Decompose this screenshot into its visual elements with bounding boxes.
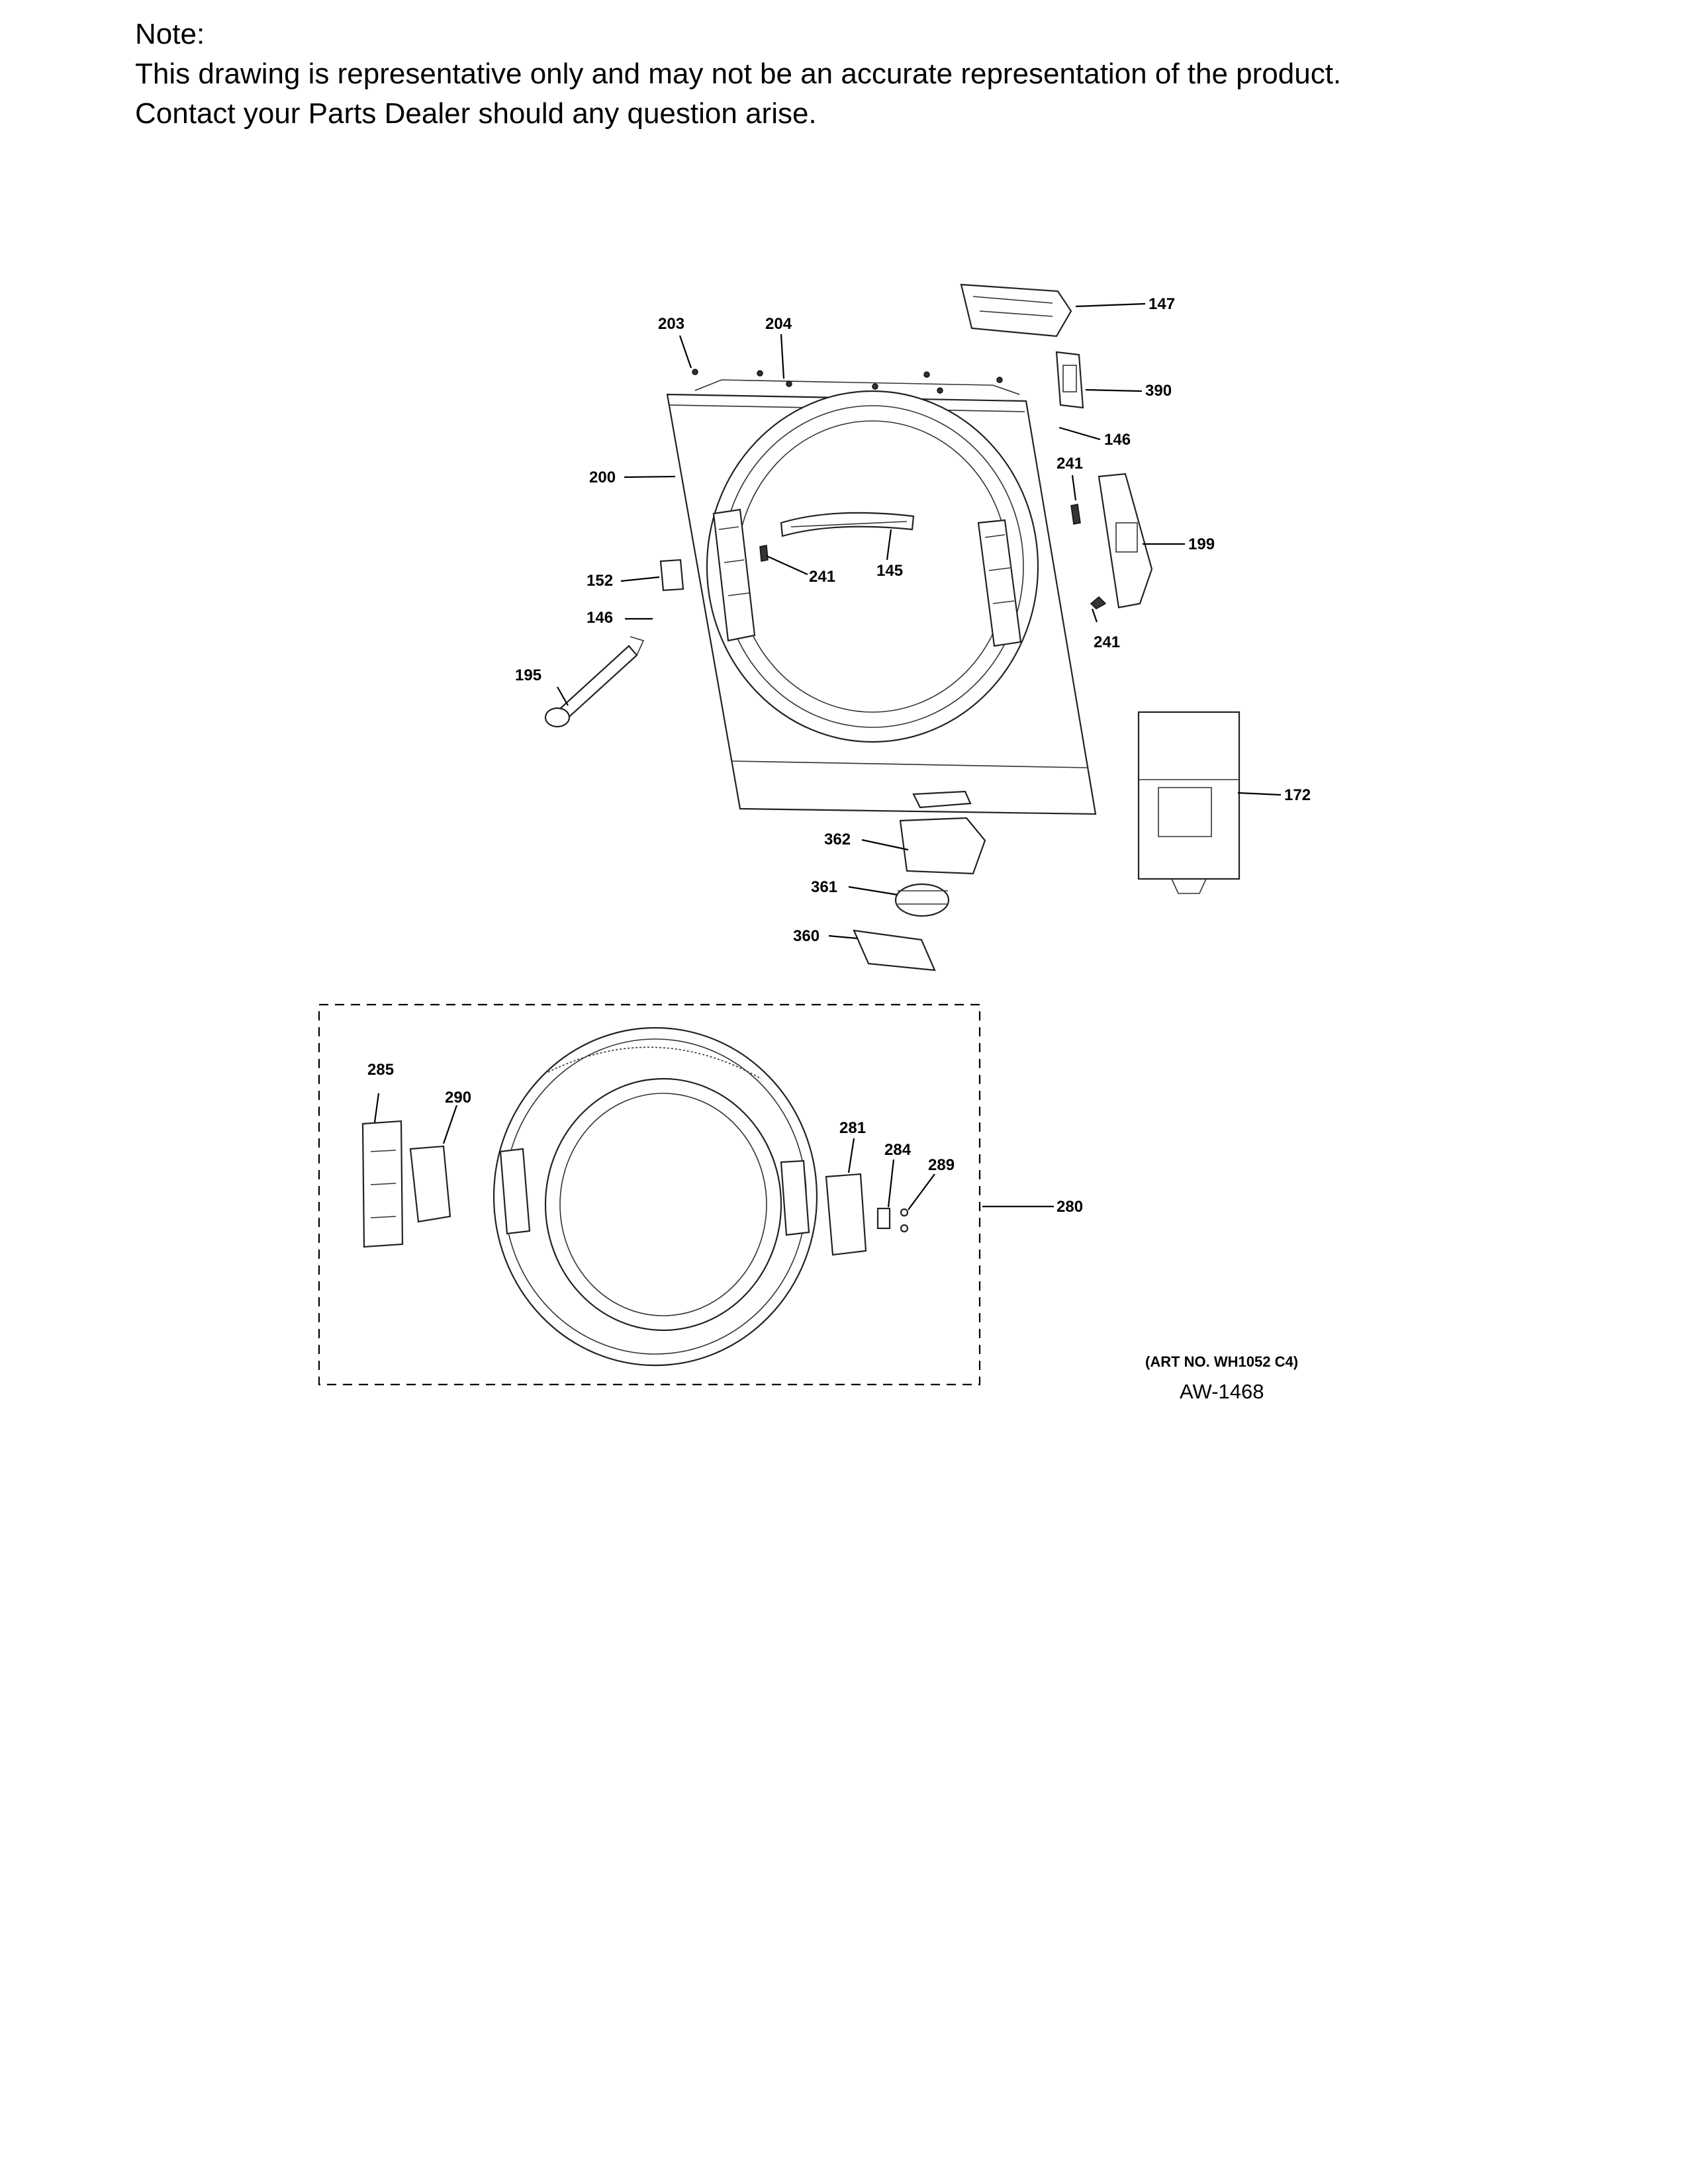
hinge-285-part [361,1120,404,1248]
label-281: 281 [839,1119,866,1137]
aw-code: AW-1468 [1180,1380,1264,1403]
switch-390-part [1055,351,1084,409]
bracket-199-part [1098,473,1153,609]
leader-lines [373,302,1282,1210]
label-241: 241 [1056,455,1083,473]
front-panel-part [666,379,1097,815]
panel-screws-part [692,369,1003,394]
label-285: 285 [367,1061,394,1079]
label-203: 203 [658,315,684,333]
vent-grille-part [780,512,915,537]
latch-284-part [876,1207,891,1230]
screw-289-part [900,1208,909,1233]
note-line-1: This drawing is representative only and … [135,58,1342,90]
rod-195-part [544,636,645,728]
label-280: 280 [1056,1198,1083,1216]
label-200: 200 [589,469,616,486]
dispenser-172-part [1137,711,1241,894]
control-board-147-part [960,283,1072,338]
cover-360-part [853,929,936,972]
label-290: 290 [445,1089,471,1107]
label-172: 172 [1284,786,1311,804]
handle-281-part [825,1173,867,1256]
label-147: 147 [1149,295,1175,313]
art-number: (ART NO. WH1052 C4) [1145,1353,1298,1370]
label-152: 152 [586,572,613,590]
door-assembly-box [318,1003,981,1386]
label-199: 199 [1188,535,1215,553]
lock-152-part [659,559,684,592]
label-362: 362 [824,831,851,848]
label-146: 146 [586,609,613,627]
label-284: 284 [884,1141,912,1159]
hinge-cover-290-part [409,1145,451,1223]
label-241: 241 [1094,633,1120,651]
hose-362-361-part [894,790,986,917]
label-195: 195 [515,666,541,684]
callout-labels: 147 390 146 241 199 241 203 204 200 145 … [367,295,1311,1216]
note-line-2: Contact your Parts Dealer should any que… [135,97,817,130]
label-360: 360 [793,927,820,945]
label-289: 289 [928,1156,955,1174]
label-146: 146 [1104,431,1131,449]
label-361: 361 [811,878,837,896]
door-part [492,1026,818,1367]
note-heading: Note: [135,18,205,50]
label-145: 145 [876,562,903,580]
label-241: 241 [809,568,835,586]
screw-241-part [759,504,1107,610]
label-390: 390 [1145,382,1172,400]
disclaimer-note: Note: This drawing is representative onl… [135,15,1341,134]
label-204: 204 [765,315,792,333]
